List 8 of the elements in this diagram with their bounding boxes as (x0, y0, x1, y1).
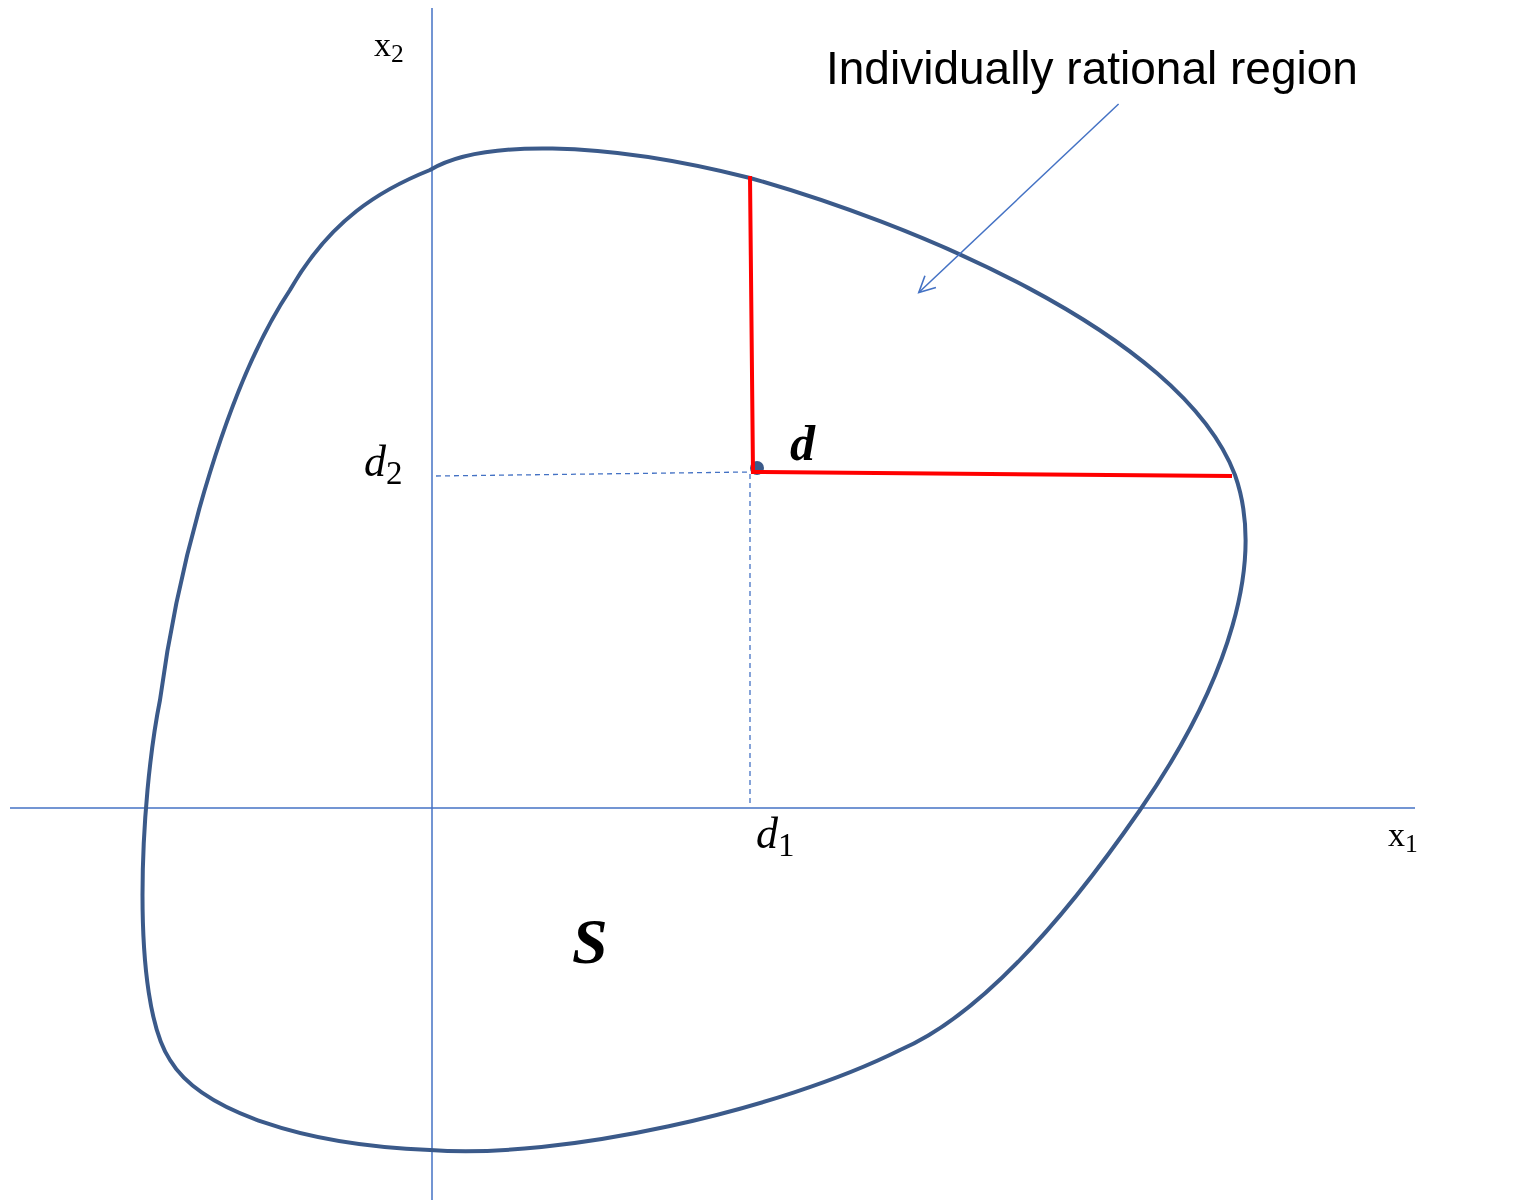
axis-label: d$_{1}$ (756, 812, 795, 856)
leader-arrow (918, 103, 1120, 294)
axis-label: x$_{1}$ (1388, 818, 1418, 852)
axis-label: x$_{2}$ (374, 28, 404, 62)
axis-label: d (790, 418, 815, 468)
callout-text: Individually rational region (826, 40, 1358, 98)
axis-label: S (572, 910, 608, 974)
axis-label: d$_{2}$ (364, 440, 403, 484)
